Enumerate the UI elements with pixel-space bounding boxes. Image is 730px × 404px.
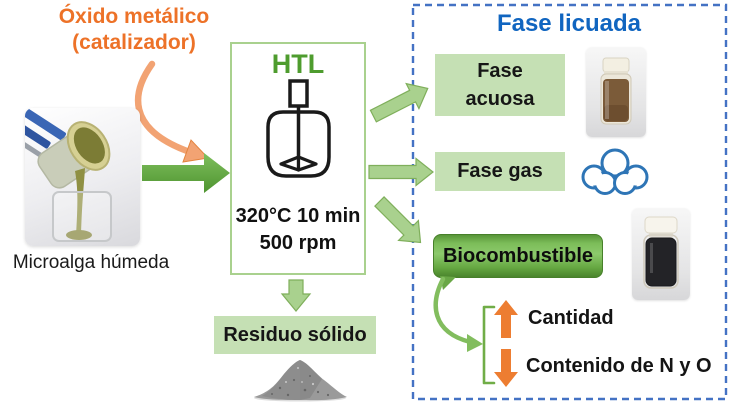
solid-residue-box: Residuo sólido	[214, 316, 376, 354]
reactor-conditions-line1: 320°C 10 min	[235, 205, 361, 227]
solid-residue-label: Residuo sólido	[223, 323, 367, 346]
gas-phase-label: Fase gas	[457, 160, 543, 182]
content-label: Contenido de N y O	[526, 355, 712, 377]
cloud-icon	[581, 148, 649, 195]
catalyst-label-line1: Óxido metálico	[58, 5, 210, 28]
reactor-conditions: 320°C 10 min 500 rpm	[232, 203, 364, 257]
microalgae-photo	[25, 108, 140, 246]
input-flow-arrow	[142, 153, 230, 193]
liquid-phase-title: Fase licuada	[496, 10, 642, 37]
decrease-arrow-icon	[494, 349, 518, 387]
catalyst-label: Óxido metálico (catalizador)	[28, 4, 240, 56]
catalyst-label-line2: (catalizador)	[72, 31, 196, 54]
quantity-label: Cantidad	[528, 307, 614, 329]
biofuel-label: Biocombustible	[442, 244, 593, 267]
aqueous-jar-photo	[586, 47, 646, 137]
arrow-to-biofuel	[374, 196, 422, 244]
biofuel-box: Biocombustible	[433, 234, 603, 278]
arrow-to-aqueous	[369, 82, 429, 123]
liquid-phase-frame	[411, 3, 728, 401]
aqueous-phase-label-line2: acuosa	[465, 88, 535, 110]
arrow-to-gas	[368, 157, 434, 187]
increase-arrow-icon	[494, 300, 518, 338]
aqueous-phase-box: Fase acuosa	[435, 54, 565, 116]
reactor-conditions-line2: 500 rpm	[259, 232, 337, 254]
gas-phase-box: Fase gas	[435, 152, 565, 191]
biofuel-curved-arrow-icon	[433, 276, 483, 352]
catalyst-curved-arrow-icon	[134, 60, 210, 163]
htl-title: HTL	[271, 49, 325, 79]
biocrude-jar-photo	[632, 208, 690, 300]
htl-reactor-box: HTL 320°C 10 min 500 rpm	[230, 42, 366, 275]
reactor-icon	[266, 79, 331, 178]
powder-image	[254, 360, 347, 402]
arrow-to-solid-residue	[280, 279, 312, 312]
input-label: Microalga húmeda	[12, 252, 170, 273]
aqueous-phase-label-line1: Fase	[477, 60, 523, 82]
bracket-icon	[482, 305, 496, 385]
